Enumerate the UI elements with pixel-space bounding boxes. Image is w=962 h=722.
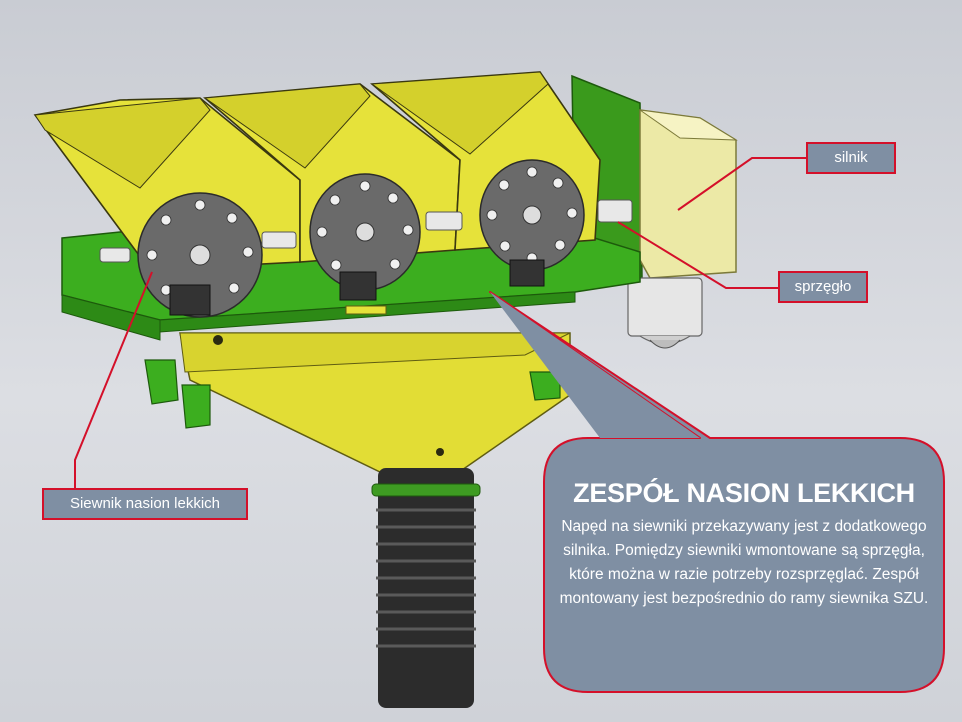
bellows-tube — [371, 468, 481, 708]
label-coupling: sprzęgło — [778, 271, 868, 303]
label-motor: silnik — [806, 142, 896, 174]
brackets — [169, 259, 545, 316]
seed-disc-3 — [479, 159, 585, 271]
coupling-shafts — [99, 199, 633, 263]
label-light-seed-drill: Siewnik nasion lekkich — [42, 488, 248, 520]
motor — [627, 109, 738, 349]
callout-text: ZESPÓŁ NASION LEKKICH Napęd na siewniki … — [545, 467, 943, 692]
seed-disc-1 — [137, 192, 263, 318]
seed-disc-2 — [309, 173, 421, 291]
callout-body: Napęd na siewniki przekazywany jest z do… — [559, 518, 929, 607]
callout-bubble — [489, 291, 945, 693]
callout-title: ZESPÓŁ NASION LEKKICH — [573, 478, 915, 508]
leader-lines — [74, 157, 806, 490]
